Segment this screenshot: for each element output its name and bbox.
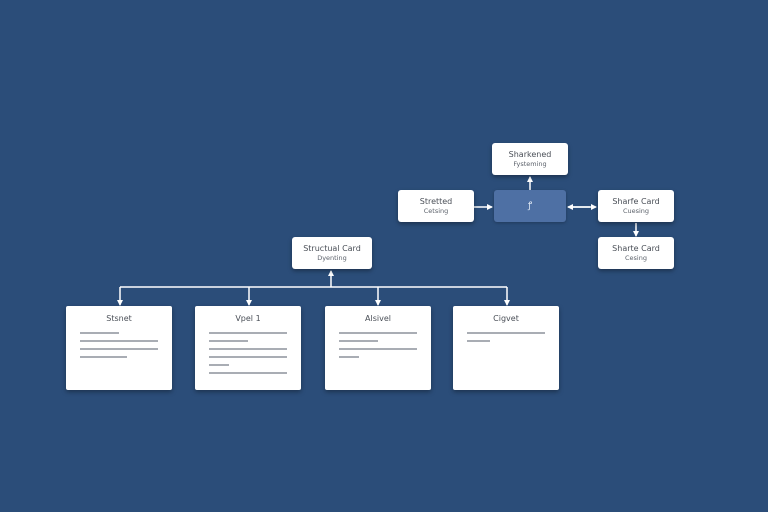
node-root-title: Structual Card xyxy=(303,243,361,253)
node-root-subtitle: Dyenting xyxy=(317,253,347,262)
node-top-subtitle: Fysteming xyxy=(513,159,547,168)
card-lines xyxy=(80,332,158,358)
text-line-placeholder xyxy=(467,332,545,334)
text-line-placeholder xyxy=(209,364,229,366)
text-line-placeholder xyxy=(339,356,359,358)
text-line-placeholder xyxy=(209,348,287,350)
card-2[interactable]: Vpel 1 xyxy=(195,306,301,390)
card-title: Alsivel xyxy=(365,314,391,323)
node-center[interactable]: ꝭ xyxy=(494,190,566,222)
card-3[interactable]: Alsivel xyxy=(325,306,431,390)
card-title: Stsnet xyxy=(106,314,132,323)
node-center-label: ꝭ xyxy=(527,201,533,211)
text-line-placeholder xyxy=(209,372,287,374)
text-line-placeholder xyxy=(80,348,158,350)
card-lines xyxy=(209,332,287,374)
card-lines xyxy=(339,332,417,358)
node-bottom-title: Sharte Card xyxy=(612,243,660,253)
node-bottom-subtitle: Cesing xyxy=(625,253,647,262)
text-line-placeholder xyxy=(339,340,378,342)
node-right[interactable]: Sharfe Card Cuesing xyxy=(598,190,674,222)
node-left-subtitle: Cetsing xyxy=(423,206,449,215)
node-top[interactable]: Sharkened Fysteming xyxy=(492,143,568,175)
card-title: Vpel 1 xyxy=(235,314,261,323)
node-bottom[interactable]: Sharte Card Cesing xyxy=(598,237,674,269)
text-line-placeholder xyxy=(339,332,417,334)
text-line-placeholder xyxy=(80,332,119,334)
node-right-subtitle: Cuesing xyxy=(622,206,650,215)
card-title: Cigvet xyxy=(493,314,519,323)
node-right-title: Sharfe Card xyxy=(612,196,660,206)
text-line-placeholder xyxy=(80,340,158,342)
text-line-placeholder xyxy=(209,356,287,358)
card-4[interactable]: Cigvet xyxy=(453,306,559,390)
card-lines xyxy=(467,332,545,342)
text-line-placeholder xyxy=(80,356,127,358)
node-left[interactable]: Stretted Cetsing xyxy=(398,190,474,222)
node-left-title: Stretted xyxy=(419,196,453,206)
node-top-title: Sharkened xyxy=(508,149,552,159)
text-line-placeholder xyxy=(209,340,248,342)
text-line-placeholder xyxy=(467,340,491,342)
card-1[interactable]: Stsnet xyxy=(66,306,172,390)
node-root[interactable]: Structual Card Dyenting xyxy=(292,237,372,269)
text-line-placeholder xyxy=(209,332,287,334)
text-line-placeholder xyxy=(339,348,417,350)
